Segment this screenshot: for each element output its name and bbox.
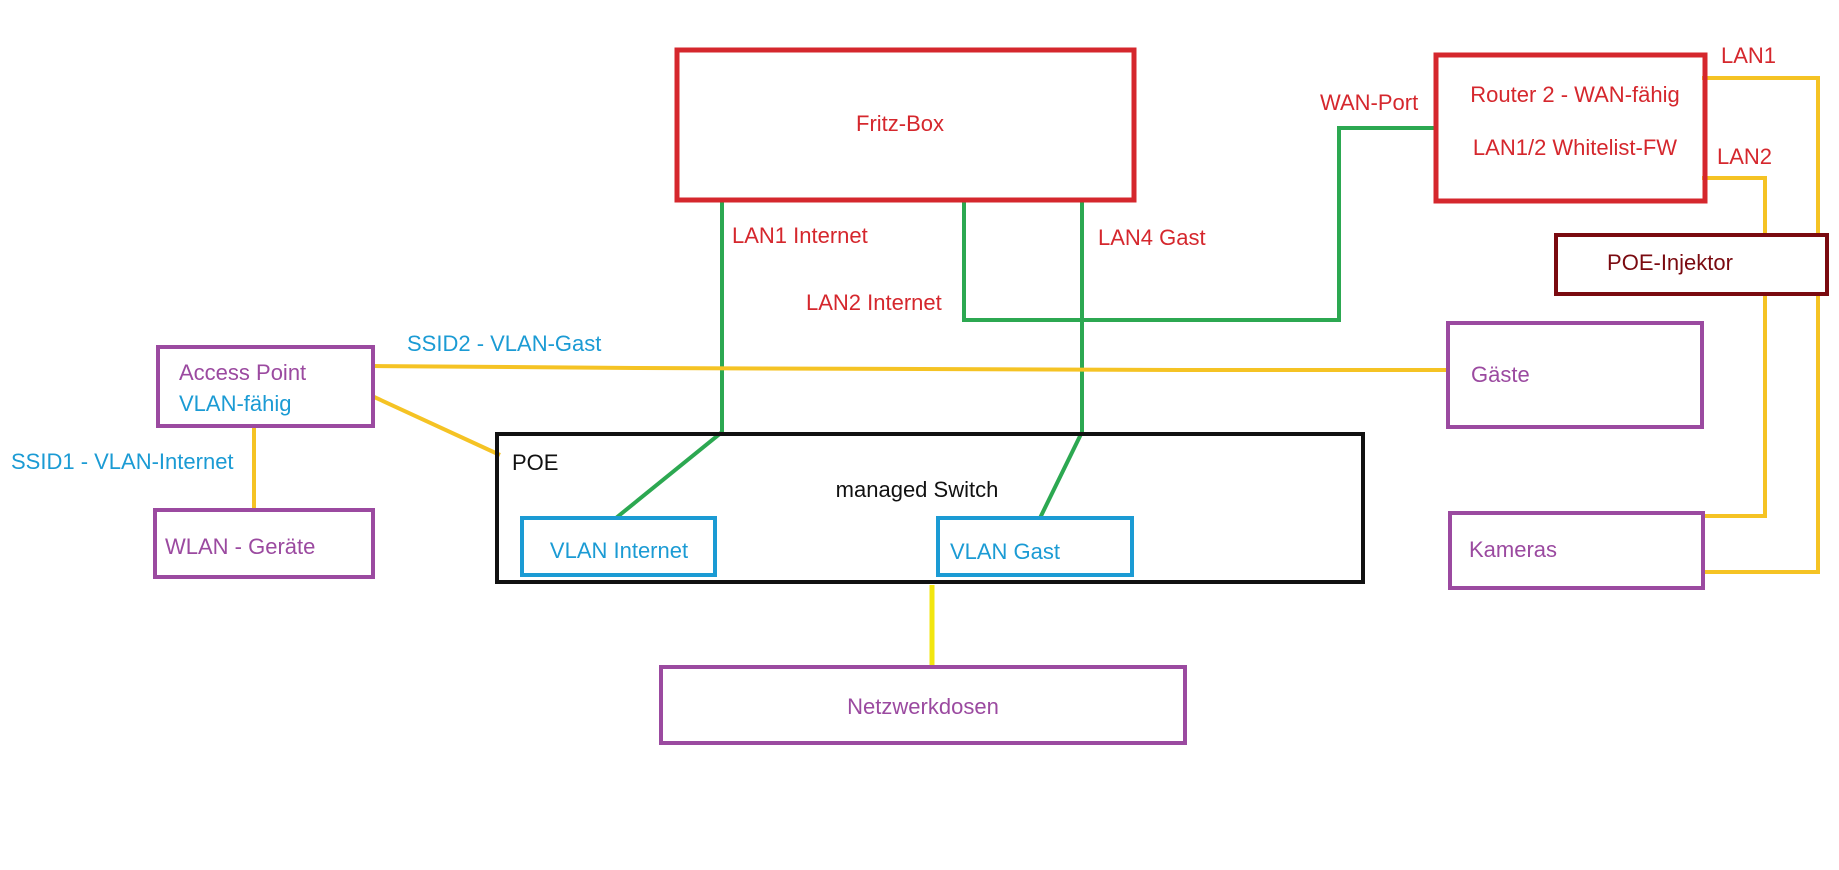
link-lan2-wan (962, 126, 1436, 322)
link-lan1-internet (614, 200, 724, 520)
access-point-box (156, 345, 375, 428)
ssid1-label: SSID1 - VLAN-Internet (11, 449, 234, 474)
netzwerkdosen-label: Netzwerkdosen (847, 694, 999, 719)
link-ap-poe (371, 394, 501, 457)
link-ssid2-gast (371, 364, 1448, 372)
access-point-label: Access Point (179, 360, 306, 385)
lan1-internet-label: LAN1 Internet (732, 223, 868, 248)
lan1-label: LAN1 (1721, 43, 1776, 68)
netzwerkdosen-box (659, 665, 1187, 745)
wlan-geraete-box (153, 508, 375, 579)
poe-injector-box (1554, 233, 1829, 296)
link-lan1-kameras (1702, 76, 1820, 574)
gaeste-box (1446, 321, 1704, 429)
wan-port-label: WAN-Port (1320, 90, 1418, 115)
vlan-faehig-label: VLAN-fähig (179, 391, 292, 416)
router2-label-line2: LAN1/2 Whitelist-FW (1473, 135, 1677, 160)
lan4-gast-label: LAN4 Gast (1098, 225, 1206, 250)
router2-label-line1: Router 2 - WAN-fähig (1470, 82, 1679, 107)
fritzbox-label: Fritz-Box (856, 111, 944, 136)
managed-switch-box (495, 432, 1365, 584)
vlan-internet-box (520, 516, 717, 577)
vlan-gast-box (936, 516, 1134, 577)
kameras-box (1448, 511, 1705, 590)
lan2-label: LAN2 (1717, 144, 1772, 169)
managed-switch-label: managed Switch (836, 477, 999, 502)
router2-box (1433, 52, 1708, 204)
wlan-geraete-label: WLAN - Geräte (165, 534, 315, 559)
lan2-internet-label: LAN2 Internet (806, 290, 942, 315)
poe-injector-label: POE-Injektor (1607, 250, 1733, 275)
switch-poe-label: POE (512, 450, 558, 475)
link-lan4-gast (1038, 200, 1084, 519)
link-lan2-kameras (1702, 176, 1767, 518)
ssid2-label: SSID2 - VLAN-Gast (407, 331, 601, 356)
gaeste-label: Gäste (1471, 362, 1530, 387)
vlan-internet-label: VLAN Internet (550, 538, 688, 563)
kameras-label: Kameras (1469, 537, 1557, 562)
fritzbox-box (674, 47, 1137, 203)
vlan-gast-label: VLAN Gast (950, 539, 1060, 564)
